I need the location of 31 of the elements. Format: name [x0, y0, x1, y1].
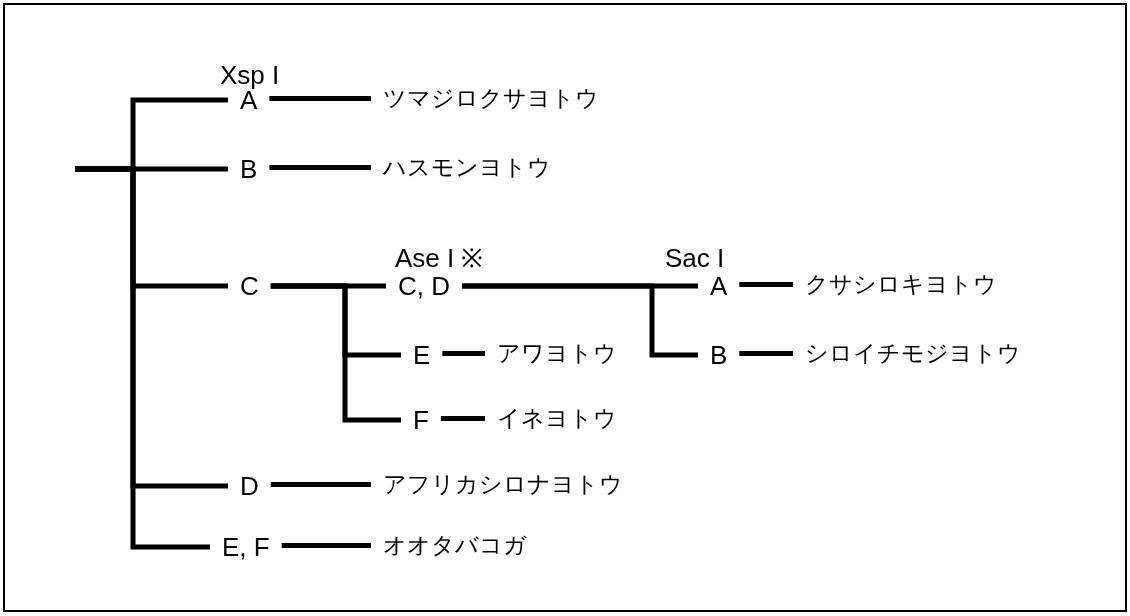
- species-name: アワヨトウ: [497, 342, 617, 365]
- enzyme-pattern-label: E, F: [222, 534, 270, 560]
- species-name: イネヨトウ: [497, 407, 617, 430]
- connector-line: [270, 482, 371, 487]
- species-name: オオタバコガ: [383, 534, 527, 557]
- species-name: クサシロキヨトウ: [805, 273, 997, 296]
- connector-line: [269, 96, 371, 101]
- connector-line: [739, 282, 793, 287]
- enzyme-pattern-label: E: [413, 342, 431, 368]
- enzyme-name: Sac I: [665, 245, 725, 271]
- enzyme-pattern-label: C: [240, 273, 259, 299]
- connector-line: [270, 283, 401, 423]
- species-name: ハスモンヨトウ: [383, 156, 551, 179]
- enzyme-pattern-label: B: [240, 156, 258, 182]
- enzyme-name: Ase I ※: [395, 245, 484, 271]
- enzyme-pattern-label: F: [413, 407, 429, 433]
- enzyme-pattern-label: C, D: [398, 273, 450, 299]
- enzyme-pattern-label: D: [240, 473, 259, 499]
- connector-line: [462, 283, 698, 358]
- enzyme-name: Xsp I: [220, 62, 280, 88]
- species-name: アフリカシロナヨトウ: [383, 473, 623, 496]
- species-name: ツマジロクサヨトウ: [383, 87, 599, 110]
- connector-line: [281, 543, 371, 548]
- connector-line: [442, 351, 485, 356]
- connector-line: [739, 351, 793, 356]
- connector-line: [75, 166, 210, 550]
- connector-line: [440, 416, 485, 421]
- enzyme-pattern-label: B: [710, 342, 728, 368]
- species-name: シロイチモジヨトウ: [805, 342, 1021, 365]
- enzyme-pattern-label: A: [710, 273, 728, 299]
- connector-line: [269, 165, 371, 170]
